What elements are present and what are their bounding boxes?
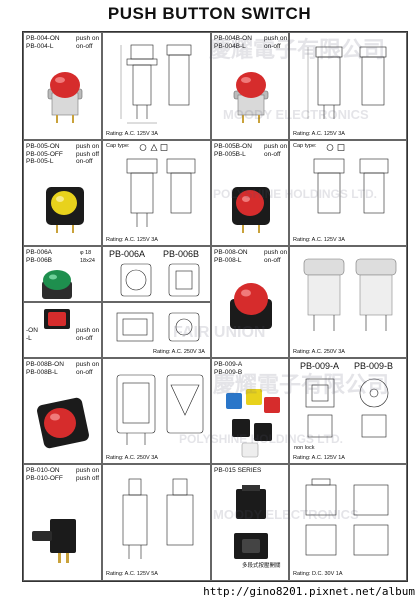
pb015-cn-note: 多段式按壓開關 — [242, 563, 281, 569]
cell-pb004b-photo: PB-004B-ON PB-004B-L push on on-off — [211, 32, 289, 140]
drawing-pb007 — [116, 312, 200, 342]
drawing-pb005 — [126, 158, 196, 227]
rating-2: Rating: A.C. 125V 3A — [293, 131, 345, 137]
cell-pb008b-drawing: Rating: A.C. 250V 3A — [102, 358, 211, 464]
mode-pb010: push on push off — [76, 467, 100, 482]
drawing-pb015 — [305, 478, 389, 556]
mode-pb004: push on on-off — [76, 35, 100, 50]
switch-photo-red-big-round — [230, 283, 272, 329]
cap-type-label-2: Cap type: — [293, 143, 317, 149]
pb006a-title: PB-006A — [109, 249, 146, 259]
part-number-pb007: -ON -L — [26, 327, 38, 342]
cell-pb007-photo: -ON -L push on on-off — [23, 302, 102, 358]
rating-6: Rating: A.C. 250V 3A — [153, 349, 205, 355]
cell-pb009-drawing: PB-009-A PB-009-B non lock Rating: A.C. … — [289, 358, 407, 464]
drawing-pb010 — [122, 478, 194, 559]
drawing-pb006 — [120, 263, 200, 297]
cell-pb006-drawings: PB-006A PB-006B — [102, 246, 211, 302]
dim-18x24: 18x24 — [80, 258, 95, 264]
cap-type-shapes-2 — [326, 144, 345, 151]
switch-photo-pb015 — [234, 485, 268, 559]
rating-1: Rating: A.C. 125V 3A — [106, 131, 158, 137]
cell-pb015-drawing: Rating: D.C. 30V 1A — [289, 464, 407, 581]
cell-pb009-photo: PB-009-A PB-009-B — [211, 358, 289, 464]
cell-pb004-drawing: Rating: A.C. 125V 3A — [102, 32, 211, 140]
drawing-pb004b — [307, 46, 387, 119]
page-title: PUSH BUTTON SWITCH — [107, 4, 312, 23]
rating-7: Rating: A.C. 125V 1A — [293, 455, 345, 461]
rating-9: Rating: D.C. 30V 1A — [293, 571, 343, 577]
rating-8: Rating: A.C. 125V 5A — [106, 571, 158, 577]
cell-pb008b-photo: PB-008B-ON PB-008B-L push on on-off — [23, 358, 102, 464]
part-number-pb006: PB-006A PB-006B — [26, 249, 53, 264]
rating-5: Rating: A.C. 250V 3A — [293, 349, 345, 355]
switch-photo-red-square — [232, 187, 270, 233]
part-number-pb008: PB-008-ON PB-008-L — [214, 249, 248, 264]
mode-pb005: push on push off on-off — [76, 143, 100, 165]
cell-pb015-photo: PB-015 SERIES 多段式按壓開關 — [211, 464, 289, 581]
rating-6b: Rating: A.C. 250V 3A — [106, 455, 158, 461]
pb009b-title: PB-009-B — [354, 361, 394, 371]
catalog-sheet: PB-004-ON PB-004-L push on on-off Rating… — [22, 31, 408, 582]
dim-phi18: φ 18 — [80, 250, 92, 256]
switch-photo-red-rect — [44, 309, 70, 329]
cap-type-label-1: Cap type: — [106, 143, 130, 149]
part-number-pb004b: PB-004B-ON PB-004B-L — [214, 35, 252, 50]
cell-pb010-drawing: Rating: A.C. 125V 5A — [102, 464, 211, 581]
footer-url[interactable]: http://gino8201.pixnet.net/album — [203, 585, 415, 598]
cell-pb007-drawing: Rating: A.C. 250V 3A — [102, 302, 211, 358]
drawing-pb004 — [120, 44, 192, 124]
cell-pb005b-drawing: Cap type: Rating: A.C. 125V 3A — [289, 140, 407, 246]
part-number-pb008b: PB-008B-ON PB-008B-L — [26, 361, 64, 376]
mode-pb008: push on on-off — [264, 249, 288, 264]
part-number-pb005: PB-005-ON PB-005-OFF PB-005-L — [26, 143, 63, 165]
cell-pb008-photo: PB-008-ON PB-008-L push on on-off — [211, 246, 289, 358]
drawing-pb008b — [116, 374, 204, 445]
cell-pb008-drawing: Rating: A.C. 250V 3A — [289, 246, 407, 358]
switch-photo-color-caps — [226, 389, 280, 458]
cell-pb005-photo: PB-005-ON PB-005-OFF PB-005-L push on pu… — [23, 140, 102, 246]
switch-photo-yellow-square — [46, 187, 84, 233]
switch-photo-red-round-b — [233, 72, 269, 123]
part-number-pb004: PB-004-ON PB-004-L — [26, 35, 60, 50]
series-pb015: PB-015 SERIES — [214, 467, 262, 474]
cell-pb005-drawing: Cap type: Rating: A.C. 125V 3A — [102, 140, 211, 246]
switch-photo-black-plunger — [32, 519, 76, 563]
part-number-pb010: PB-010-ON PB-010-OFF — [26, 467, 63, 482]
switch-photo-green — [42, 270, 72, 299]
mode-pb007: push on on-off — [76, 327, 100, 342]
photo-pb008-side — [303, 258, 397, 331]
drawing-pb009 — [305, 378, 389, 438]
cell-pb004-photo: PB-004-ON PB-004-L push on on-off — [23, 32, 102, 140]
part-number-pb009: PB-009-A PB-009-B — [214, 361, 243, 376]
cell-pb010-photo: PB-010-ON PB-010-OFF push on push off — [23, 464, 102, 581]
mode-pb004b: push on on-off — [264, 35, 288, 50]
mode-pb008b: push on on-off — [76, 361, 100, 376]
cap-type-shapes-1 — [139, 143, 168, 151]
cell-pb006-photo: PB-006A PB-006B φ 18 18x24 — [23, 246, 102, 302]
part-number-pb005b: PB-005B-ON PB-005B-L — [214, 143, 252, 158]
cell-pb005b-photo: PB-005B-ON PB-005B-L push on on-off — [211, 140, 289, 246]
pb009a-title: PB-009-A — [300, 361, 340, 371]
switch-photo-red-rocker — [37, 397, 89, 449]
rating-3: Rating: A.C. 125V 3A — [106, 237, 158, 243]
drawing-pb005b — [313, 158, 389, 214]
mode-pb005b: push on on-off — [264, 143, 288, 158]
pb006b-title: PB-006B — [163, 249, 200, 259]
cell-pb004b-drawing: Rating: A.C. 125V 3A — [289, 32, 407, 140]
switch-photo-red-round — [47, 72, 83, 123]
rating-4: Rating: A.C. 125V 3A — [293, 237, 345, 243]
non-lock-note: non lock — [294, 445, 315, 451]
